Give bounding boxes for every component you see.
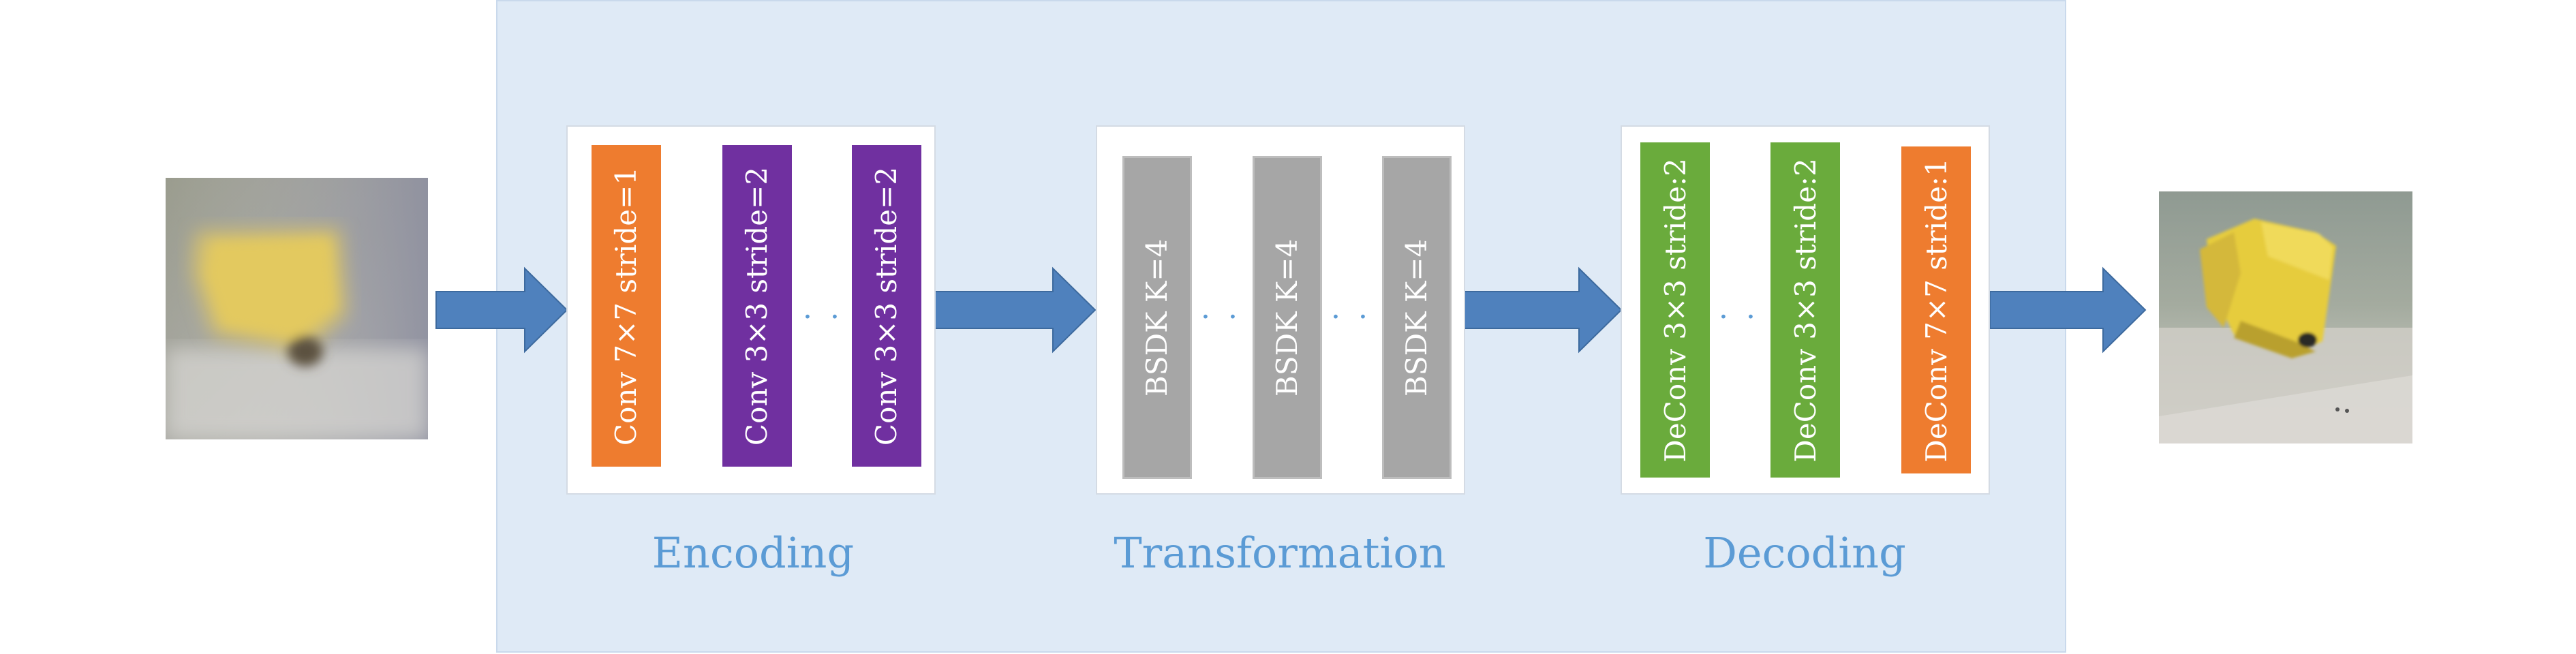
decoding-block-1: DeConv 3×3 stride:2 — [1640, 142, 1710, 478]
transformation-block-2: BSDK K=4 — [1253, 156, 1322, 479]
transformation-block-1: BSDK K=4 — [1122, 156, 1192, 479]
encoding-block-3: Conv 3×3 stride=2 — [852, 145, 921, 467]
encoding-caption: Encoding — [651, 528, 855, 578]
decoding-block-2: DeConv 3×3 stride:2 — [1770, 142, 1840, 478]
input-image-graphic — [166, 178, 428, 439]
encoding-block-1-label: Conv 7×7 stride=1 — [609, 166, 643, 446]
flow-arrow-transformation — [1463, 266, 1623, 354]
encoding-block-2: Conv 3×3 stride=2 — [722, 145, 792, 467]
decoding-caption: Decoding — [1703, 528, 1906, 578]
input-image — [166, 178, 428, 439]
output-image — [2159, 191, 2412, 443]
encoding-block-1: Conv 7×7 stride=1 — [592, 145, 661, 467]
transformation-block-3: BSDK K=4 — [1382, 156, 1452, 479]
decoding-block-3-label: DeConv 7×7 stride:1 — [1919, 157, 1953, 463]
transformation-block-1-label: BSDK K=4 — [1140, 238, 1174, 396]
transformation-block-2-label: BSDK K=4 — [1270, 238, 1304, 396]
encoding-block-2-label: Conv 3×3 stride=2 — [740, 166, 774, 446]
output-image-graphic — [2159, 191, 2412, 443]
transformation-block-3-label: BSDK K=4 — [1400, 238, 1434, 396]
decoding-block-2-label: DeConv 3×3 stride:2 — [1788, 157, 1822, 463]
decoding-block-3: DeConv 7×7 stride:1 — [1901, 146, 1971, 473]
flow-arrow-input — [435, 266, 568, 354]
transformation-caption: Transformation — [1114, 528, 1446, 578]
flow-arrow-encoding — [934, 266, 1097, 354]
decoding-block-1-label: DeConv 3×3 stride:2 — [1658, 157, 1692, 463]
flow-arrow-decoding — [1989, 266, 2147, 354]
encoding-block-3-label: Conv 3×3 stride=2 — [870, 166, 904, 446]
